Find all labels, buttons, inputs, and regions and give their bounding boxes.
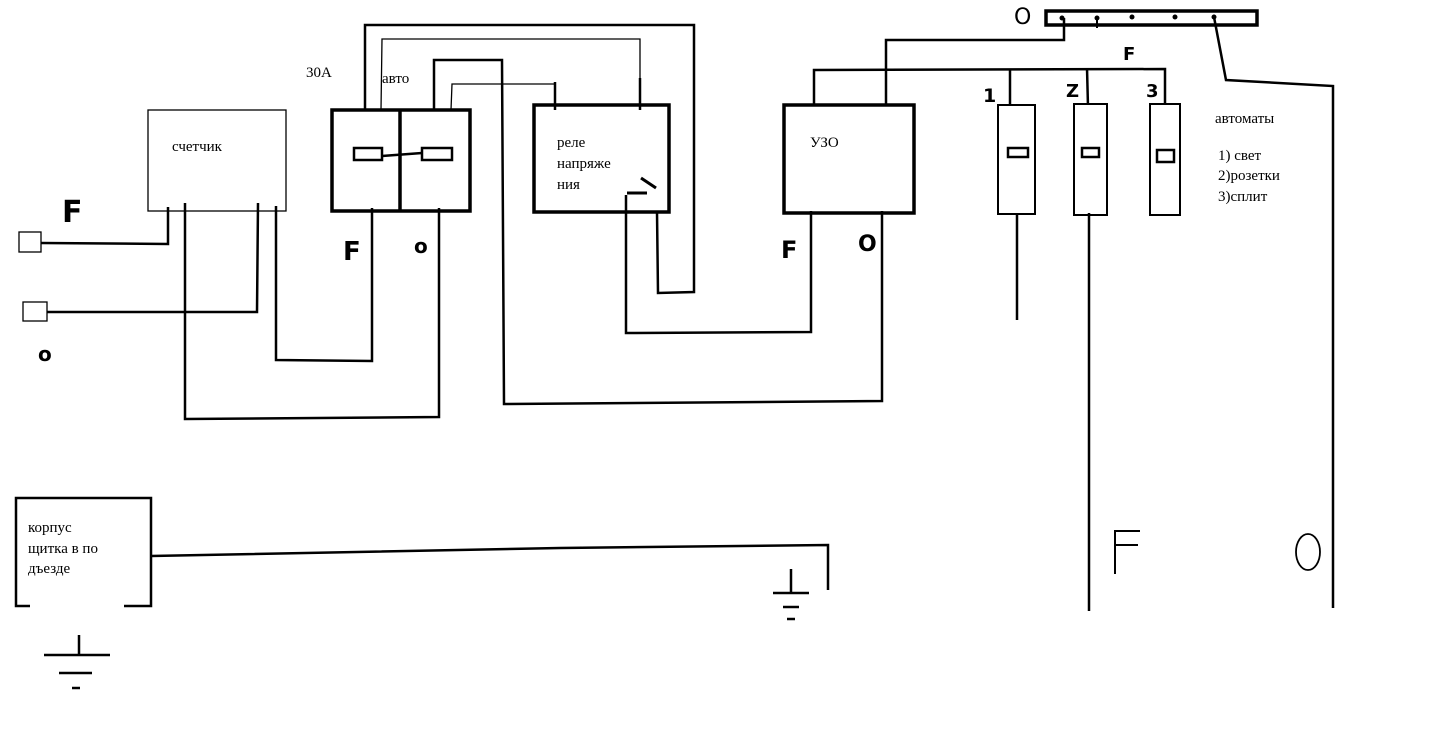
voltage-relay: реле напряже ния	[532, 103, 671, 214]
wire-meter-out-to-breaker-neutral	[183, 203, 441, 421]
relay-contact-moving	[640, 176, 657, 190]
housing: корпус щитка в по дъезде	[14, 496, 153, 608]
rcd-phase-label: F	[781, 236, 797, 264]
housing-label-line3: дъезде	[28, 561, 71, 577]
terminal-box-phase	[18, 231, 42, 253]
output-neutral-glyph	[1295, 533, 1321, 571]
rcd-box	[782, 103, 916, 215]
breaker-2-input-wire	[1085, 67, 1090, 108]
housing-label-line1: корпус	[28, 520, 72, 536]
voltage-relay-box	[532, 103, 671, 214]
voltage-relay-label-line2: напряже	[557, 156, 611, 172]
neutral-bus-bar	[1044, 9, 1259, 27]
voltage-relay-label-line1: реле	[557, 135, 586, 151]
neutral-bus-label: O	[1014, 5, 1031, 30]
branch-breaker-3: 3	[1146, 81, 1181, 216]
breakers-legend-item-3: 3)сплит	[1218, 189, 1268, 205]
wire-housing-to-ground	[150, 543, 830, 590]
wire-breaker-phase-to-relay-switch	[363, 23, 696, 295]
branch-breaker-2: Z	[1066, 67, 1108, 611]
output-neutral-label-group: O	[1295, 533, 1321, 571]
phase-bus-label: F	[1123, 44, 1135, 65]
main-breaker: 30A авто F o	[306, 65, 472, 267]
breaker-1-number: 1	[983, 85, 996, 107]
breaker-1-box	[997, 104, 1036, 215]
ground-symbol-housing	[44, 635, 110, 690]
wire-breaker-to-relay-coil-b	[450, 83, 555, 111]
meter-box	[147, 109, 287, 212]
rcd-neutral-label: O	[858, 232, 877, 257]
main-breaker-link	[381, 151, 423, 158]
wire-input-phase-to-meter	[40, 207, 170, 246]
bus-screw	[1129, 14, 1135, 20]
bus-screw	[1059, 15, 1065, 21]
rcd-label: УЗО	[810, 135, 839, 151]
main-breaker-neutral-label: o	[414, 234, 428, 258]
housing-box	[14, 496, 153, 608]
input-neutral-label: o	[38, 342, 52, 366]
wire-meter-out-to-breaker-phase	[274, 206, 374, 363]
wire-neutral-bus-to-output	[1212, 16, 1335, 608]
wire-breaker-to-relay-coil-a	[380, 38, 641, 111]
bus-screw	[1172, 14, 1178, 20]
breakers-legend-title: автоматы	[1215, 111, 1274, 127]
neutral-bus: O	[1014, 5, 1259, 30]
input-terminal-phase: F	[18, 195, 170, 253]
breaker-2-lever	[1080, 146, 1101, 159]
branch-breaker-1: 1	[983, 69, 1036, 320]
wire-rcd-to-neutral-bus	[884, 18, 1066, 105]
terminal-box-neutral	[22, 301, 48, 322]
housing-label-line2: щитка в по	[28, 541, 98, 557]
breaker-3-number: 3	[1146, 81, 1159, 102]
main-breaker-lever-right	[420, 146, 454, 162]
wire-rcd-to-phase-bus	[812, 67, 1167, 105]
meter: счетчик	[147, 109, 287, 212]
meter-label: счетчик	[172, 139, 223, 155]
output-phase-label-group: F	[1114, 530, 1140, 574]
breaker-2-box	[1073, 103, 1108, 216]
main-breaker-type-label: авто	[382, 71, 409, 87]
wire-breaker-neutral-to-rcd	[432, 58, 884, 406]
voltage-relay-label-line3: ния	[557, 177, 580, 193]
breaker-3-lever	[1155, 148, 1176, 164]
input-terminal-neutral: o	[22, 202, 260, 366]
breakers-legend-item-2: 2)розетки	[1218, 168, 1280, 184]
wire-relay-to-rcd-phase	[624, 195, 813, 335]
breakers-legend: автоматы 1) свет 2)розетки 3)сплит	[1215, 111, 1280, 205]
rcd: УЗО F O	[781, 103, 916, 264]
breaker-3-box	[1149, 103, 1181, 216]
breaker-1-lever	[1006, 146, 1030, 159]
input-phase-label: F	[62, 195, 83, 230]
wire-input-neutral-to-meter	[47, 202, 260, 314]
main-breaker-lever-left	[352, 146, 384, 162]
breaker-2-number: Z	[1066, 81, 1079, 102]
main-breaker-phase-label: F	[343, 237, 361, 267]
ground-symbol-main	[773, 569, 809, 621]
main-breaker-rating: 30A	[306, 65, 332, 81]
breakers-legend-item-1: 1) свет	[1218, 148, 1262, 164]
